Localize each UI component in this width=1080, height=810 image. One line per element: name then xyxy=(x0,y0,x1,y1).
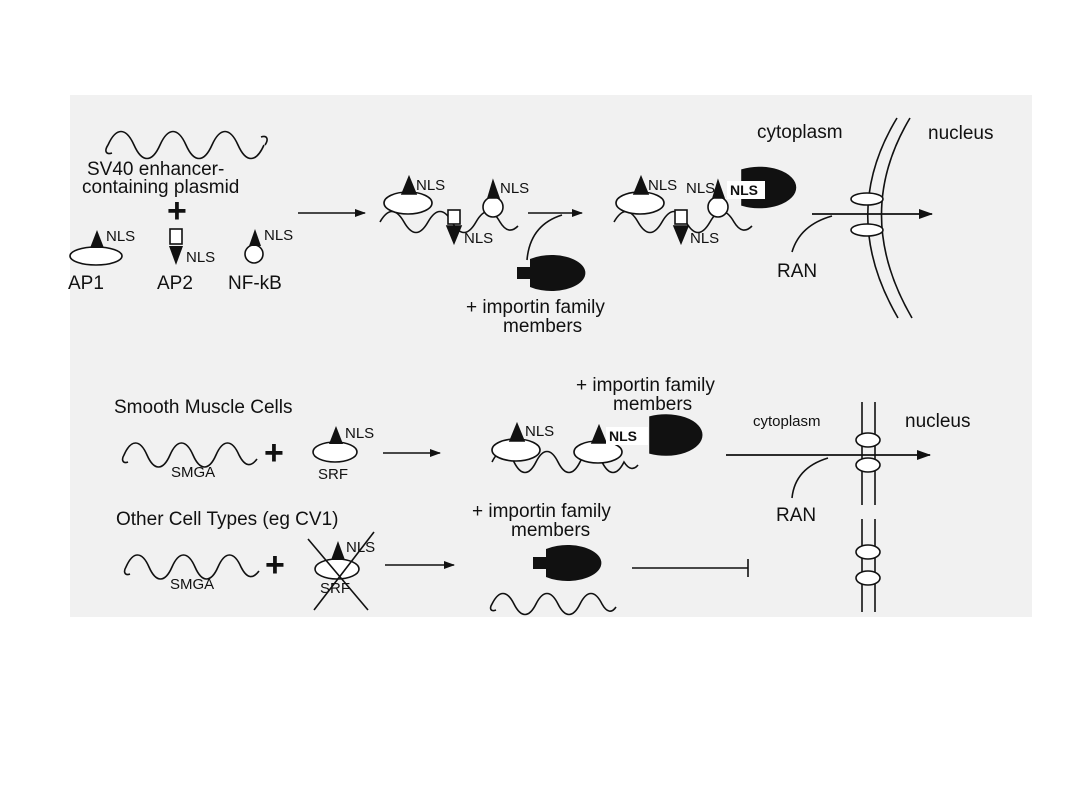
complex1-ap1-nls: NLS xyxy=(416,177,445,194)
ran-label-bottom: RAN xyxy=(776,505,816,526)
envelope-gap xyxy=(858,505,880,519)
plasmid-dna-icon xyxy=(105,130,268,160)
ap1-nls-label: NLS xyxy=(106,228,135,245)
complex-importin-nls: NLS xyxy=(609,428,637,444)
complex2-ap1-nls: NLS xyxy=(648,177,677,194)
ran-curve-top xyxy=(791,215,833,253)
plus-sign-smooth: + xyxy=(264,434,284,472)
importin-label-low-line2: members xyxy=(511,520,590,541)
ap1-label: AP1 xyxy=(68,273,104,294)
ran-curve-bottom xyxy=(791,457,829,499)
importin-label-top-line2: members xyxy=(503,316,582,337)
srf-nls-label: NLS xyxy=(345,425,374,442)
nfkb-nls-label: NLS xyxy=(264,227,293,244)
nfkb-factor-icon xyxy=(244,229,264,264)
ap2-factor-icon xyxy=(169,228,183,265)
inhibition-line xyxy=(632,559,749,577)
complex1-nfkb-nls: NLS xyxy=(500,180,529,197)
cytoplasm-label-top: cytoplasm xyxy=(757,122,843,143)
cross-out-line-1 xyxy=(307,538,369,611)
srf-factor-icon xyxy=(312,426,358,463)
ap2-label: AP2 xyxy=(157,273,193,294)
srf-absent-icon xyxy=(307,531,375,611)
plasmid-label-line2: containing plasmid xyxy=(82,177,239,198)
ran-label-top: RAN xyxy=(777,261,817,282)
importin-icon-top xyxy=(517,255,586,291)
plasmid-factor-importin-complex xyxy=(613,166,797,246)
smooth-muscle-heading: Smooth Muscle Cells xyxy=(114,397,292,418)
smga-dna-icon-1 xyxy=(121,442,258,468)
plasmid-factor-complex-1 xyxy=(379,174,519,246)
complex-srf1-nls: NLS xyxy=(525,423,554,440)
plus-sign-other: + xyxy=(265,546,285,584)
cytoplasm-label-bottom: cytoplasm xyxy=(753,413,821,430)
other-cells-heading: Other Cell Types (eg CV1) xyxy=(116,509,338,530)
srf-label: SRF xyxy=(318,466,348,483)
smga-label-1: SMGA xyxy=(171,464,215,481)
importin-label-top-line1: + importin family xyxy=(466,297,605,318)
plus-sign-top: + xyxy=(167,192,187,230)
nuclear-envelope-top xyxy=(850,117,913,319)
importin-icon-free-bottom xyxy=(533,545,602,581)
nucleus-label-top: nucleus xyxy=(928,123,994,144)
nucleus-label-bottom: nucleus xyxy=(905,411,971,432)
complex2-ap2-nls: NLS xyxy=(690,230,719,247)
importin-label-low-line1: + importin family xyxy=(472,501,611,522)
top-panel xyxy=(105,130,268,160)
complex1-ap2-nls: NLS xyxy=(464,230,493,247)
complex2-importin-nls: NLS xyxy=(730,182,758,198)
ap1-factor-icon xyxy=(69,230,123,266)
plasmid-label-line1: SV40 enhancer- xyxy=(87,159,224,180)
cross-out-line-2 xyxy=(313,531,375,611)
importin-joining-curve xyxy=(526,214,563,261)
srf-absent-label: SRF xyxy=(320,580,350,597)
ap2-nls-label: NLS xyxy=(186,249,215,266)
srf-absent-nls-label: NLS xyxy=(346,539,375,556)
smga-label-2: SMGA xyxy=(170,576,214,593)
smga-dna-icon-3 xyxy=(489,592,617,616)
smga-dna-icon-2 xyxy=(123,554,260,580)
importin-label-mid-line2: members xyxy=(613,394,692,415)
complex2-nfkb-nls: NLS xyxy=(686,180,715,197)
nfkb-label: NF-kB xyxy=(228,273,282,294)
smga-srf-importin-complex xyxy=(491,414,703,474)
importin-label-mid-line1: + importin family xyxy=(576,375,715,396)
